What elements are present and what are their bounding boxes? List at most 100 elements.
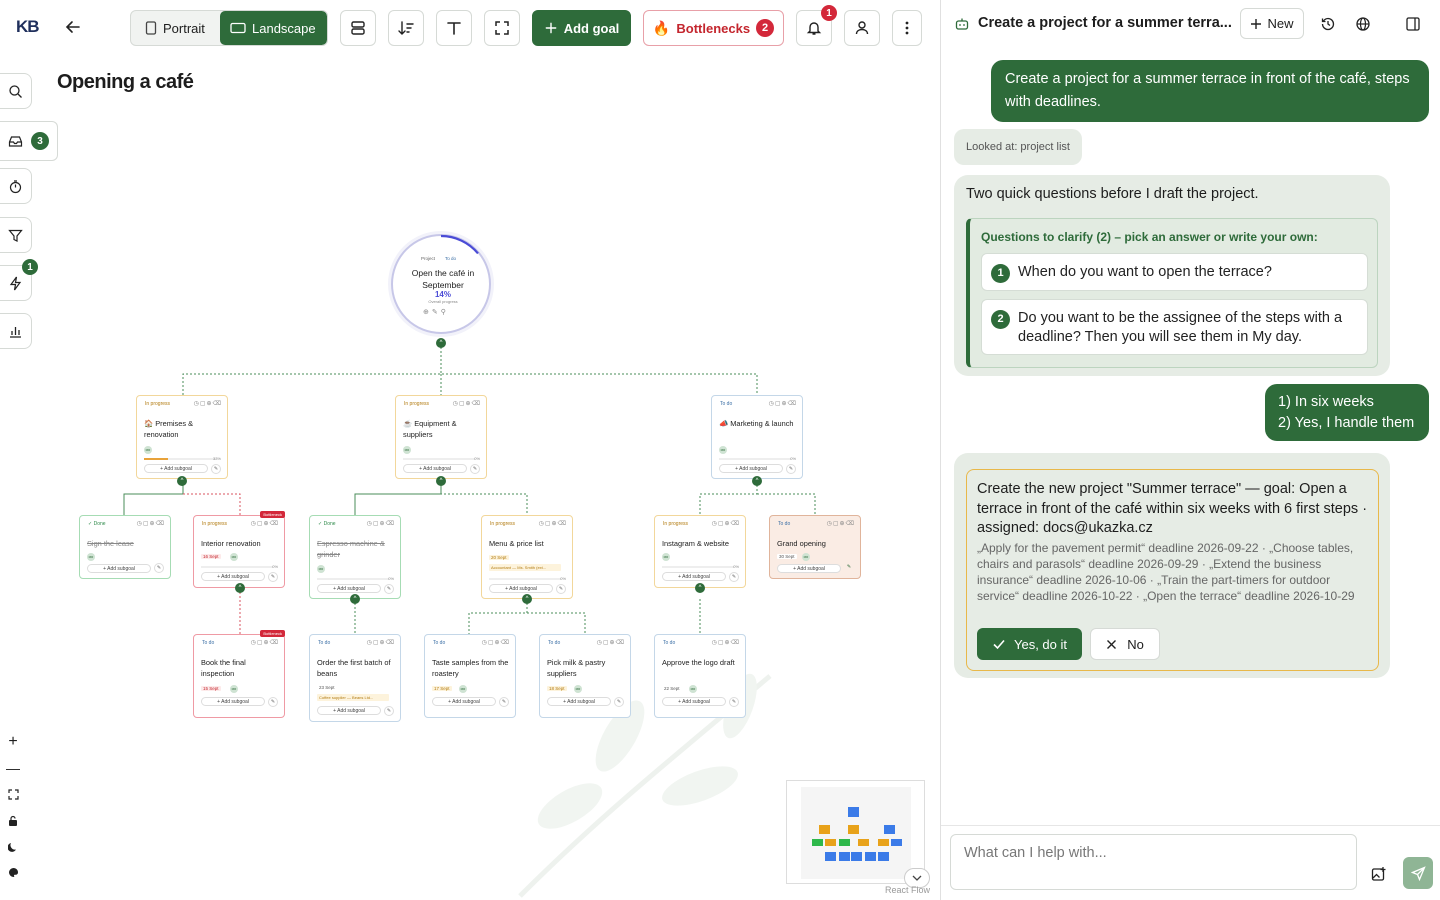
collapse-toggle[interactable]: ^ bbox=[177, 476, 187, 486]
question-1[interactable]: 1 When do you want to open the terrace? bbox=[981, 253, 1368, 291]
edit-icon[interactable]: ✎ bbox=[384, 584, 394, 594]
edit-icon[interactable]: ✎ bbox=[729, 572, 739, 582]
app-logo[interactable]: KB bbox=[16, 17, 40, 36]
add-subgoal-button[interactable]: + Add subgoal bbox=[719, 464, 783, 473]
goal-card-grand-opening[interactable]: To do ◷▢⊕⌫ Grand opening 30 Sept MR + Ad… bbox=[769, 515, 861, 579]
card-action-icons[interactable]: ◷▢⊕⌫ bbox=[711, 521, 740, 527]
rail-filter[interactable] bbox=[0, 217, 32, 253]
goal-card-instagram[interactable]: In progress ◷▢⊕⌫ Instagram & website MR … bbox=[654, 515, 746, 588]
root-goal-node[interactable]: Project To do Open the café in September… bbox=[391, 234, 491, 334]
add-subgoal-button[interactable]: + Add subgoal bbox=[489, 584, 553, 593]
edit-icon[interactable]: ✎ bbox=[470, 464, 480, 474]
sort-button[interactable] bbox=[388, 10, 424, 46]
goal-card-taste[interactable]: To do ◷▢⊕⌫ Taste samples from the roaste… bbox=[424, 634, 516, 718]
lock-icon[interactable] bbox=[0, 807, 26, 833]
edit-icon[interactable]: ✎ bbox=[846, 564, 852, 570]
edit-icon[interactable]: ✎ bbox=[786, 464, 796, 474]
fit-view-icon[interactable] bbox=[0, 781, 26, 807]
goal-canvas[interactable]: Opening a café Proj bbox=[0, 56, 940, 900]
goal-card-milk[interactable]: To do ◷▢⊕⌫ Pick milk & pastry suppliers … bbox=[539, 634, 631, 718]
rail-inbox[interactable]: 3 bbox=[0, 121, 58, 161]
account-button[interactable] bbox=[844, 10, 880, 46]
image-upload-icon[interactable] bbox=[1371, 866, 1387, 882]
goal-card-premises[interactable]: In progress ◷▢⊕⌫ 🏠 Premises & renovation… bbox=[136, 395, 228, 479]
collapse-toggle[interactable]: ^ bbox=[350, 594, 360, 604]
linked-contact[interactable]: Coffee supplier — Beans Ltd... bbox=[317, 694, 389, 701]
rail-search[interactable] bbox=[0, 73, 32, 109]
minimap-collapse-button[interactable] bbox=[904, 868, 930, 888]
edit-icon[interactable]: ✎ bbox=[729, 697, 739, 707]
tool-activity-chip[interactable]: Looked at: project list bbox=[954, 129, 1082, 165]
edit-icon[interactable]: ✎ bbox=[268, 572, 278, 582]
collapse-toggle[interactable]: ^ bbox=[522, 594, 532, 604]
goal-card-interior[interactable]: Bottleneck In progress ◷▢⊕⌫ Interior ren… bbox=[193, 511, 285, 588]
edit-icon[interactable]: ✎ bbox=[154, 563, 164, 573]
fullscreen-button[interactable] bbox=[484, 10, 520, 46]
bottlenecks-button[interactable]: 🔥 Bottlenecks 2 bbox=[643, 10, 784, 46]
add-goal-button[interactable]: Add goal bbox=[532, 10, 631, 46]
globe-icon[interactable] bbox=[1355, 16, 1371, 32]
portrait-option[interactable]: Portrait bbox=[135, 11, 215, 45]
confirm-yes-button[interactable]: Yes, do it bbox=[977, 628, 1082, 660]
goal-card-inspection[interactable]: Bottleneck To do ◷▢⊕⌫ Book the final ins… bbox=[193, 630, 285, 718]
goal-card-logo[interactable]: To do ◷▢⊕⌫ Approve the logo draft 22 Sep… bbox=[654, 634, 746, 718]
card-action-icons[interactable]: ◷▢⊕⌫ bbox=[768, 401, 797, 407]
collapse-toggle[interactable]: ^ bbox=[695, 583, 705, 593]
history-icon[interactable] bbox=[1320, 16, 1336, 32]
card-action-icons[interactable]: ◷▢⊕⌫ bbox=[538, 521, 567, 527]
card-action-icons[interactable]: ◷▢⊕⌫ bbox=[366, 521, 395, 527]
collapse-toggle[interactable]: ^ bbox=[436, 476, 446, 486]
card-action-icons[interactable]: ◷▢⊕⌫ bbox=[481, 640, 510, 646]
card-action-icons[interactable]: ◷▢⊕⌫ bbox=[711, 640, 740, 646]
minimap[interactable] bbox=[786, 780, 925, 884]
rail-timer[interactable] bbox=[0, 168, 32, 204]
card-action-icons[interactable]: ◷▢⊕⌫ bbox=[826, 521, 855, 527]
card-action-icons[interactable]: ◷▢⊕⌫ bbox=[250, 640, 279, 646]
collapse-toggle[interactable]: ^ bbox=[436, 338, 446, 348]
landscape-option[interactable]: Landscape bbox=[220, 11, 327, 45]
add-subgoal-button[interactable]: + Add subgoal bbox=[547, 697, 611, 706]
linked-contact[interactable]: Accountant — Ms. Smith (ext... bbox=[489, 564, 561, 571]
card-action-icons[interactable]: ◷▢⊕⌫ bbox=[136, 521, 165, 527]
goal-card-beans[interactable]: To do ◷▢⊕⌫ Order the first batch of bean… bbox=[309, 634, 401, 722]
edit-icon[interactable]: ✎ bbox=[384, 706, 394, 716]
moon-icon[interactable] bbox=[0, 833, 26, 859]
send-button[interactable] bbox=[1403, 857, 1433, 889]
back-arrow-icon[interactable] bbox=[64, 18, 82, 36]
add-subgoal-button[interactable]: + Add subgoal bbox=[87, 564, 151, 573]
add-subgoal-button[interactable]: + Add subgoal bbox=[662, 697, 726, 706]
collapse-toggle[interactable]: ^ bbox=[235, 583, 245, 593]
notifications-button[interactable]: 1 bbox=[796, 5, 837, 46]
question-2[interactable]: 2 Do you want to be the assignee of the … bbox=[981, 299, 1368, 355]
add-subgoal-button[interactable]: + Add subgoal bbox=[317, 706, 381, 715]
goal-card-menu[interactable]: In progress ◷▢⊕⌫ Menu & price list 20 Se… bbox=[481, 515, 573, 599]
more-button[interactable] bbox=[892, 10, 922, 46]
close-panel-icon[interactable] bbox=[1405, 16, 1421, 32]
goal-card-espresso[interactable]: ✓ Done ◷▢⊕⌫ Espresso machine & grinder M… bbox=[309, 515, 401, 599]
card-action-icons[interactable]: ◷▢⊕⌫ bbox=[366, 640, 395, 646]
card-action-icons[interactable]: ◷▢⊕⌫ bbox=[452, 401, 481, 407]
new-chat-button[interactable]: New bbox=[1240, 8, 1304, 39]
rail-stats[interactable] bbox=[0, 313, 32, 349]
layout-button[interactable] bbox=[340, 10, 376, 46]
card-action-icons[interactable]: ◷▢⊕⌫ bbox=[250, 521, 279, 527]
zoom-in-icon[interactable]: + bbox=[8, 733, 18, 750]
add-subgoal-button[interactable]: + Add subgoal bbox=[432, 697, 496, 706]
zoom-out-icon[interactable]: — bbox=[6, 760, 20, 776]
add-subgoal-button[interactable]: + Add subgoal bbox=[144, 464, 208, 473]
edit-icon[interactable]: ✎ bbox=[499, 697, 509, 707]
goal-card-equipment[interactable]: In progress ◷▢⊕⌫ ☕ Equipment & suppliers… bbox=[395, 395, 487, 479]
edit-icon[interactable]: ✎ bbox=[556, 584, 566, 594]
confirm-no-button[interactable]: No bbox=[1090, 628, 1160, 660]
add-subgoal-button[interactable]: + Add subgoal bbox=[403, 464, 467, 473]
chat-input[interactable]: What can I help with... bbox=[950, 834, 1357, 890]
palette-icon[interactable] bbox=[0, 859, 26, 885]
edit-icon[interactable]: ✎ bbox=[211, 464, 221, 474]
add-subgoal-button[interactable]: + Add subgoal bbox=[317, 584, 381, 593]
card-action-icons[interactable]: ◷▢⊕⌫ bbox=[596, 640, 625, 646]
goal-card-lease[interactable]: ✓ Done ◷▢⊕⌫ Sign the lease MR + Add subg… bbox=[79, 515, 171, 579]
edit-icon[interactable]: ✎ bbox=[614, 697, 624, 707]
root-actions[interactable]: ⊕✎⚲ bbox=[423, 309, 449, 316]
add-subgoal-button[interactable]: + Add subgoal bbox=[201, 697, 265, 706]
text-button[interactable] bbox=[436, 10, 472, 46]
